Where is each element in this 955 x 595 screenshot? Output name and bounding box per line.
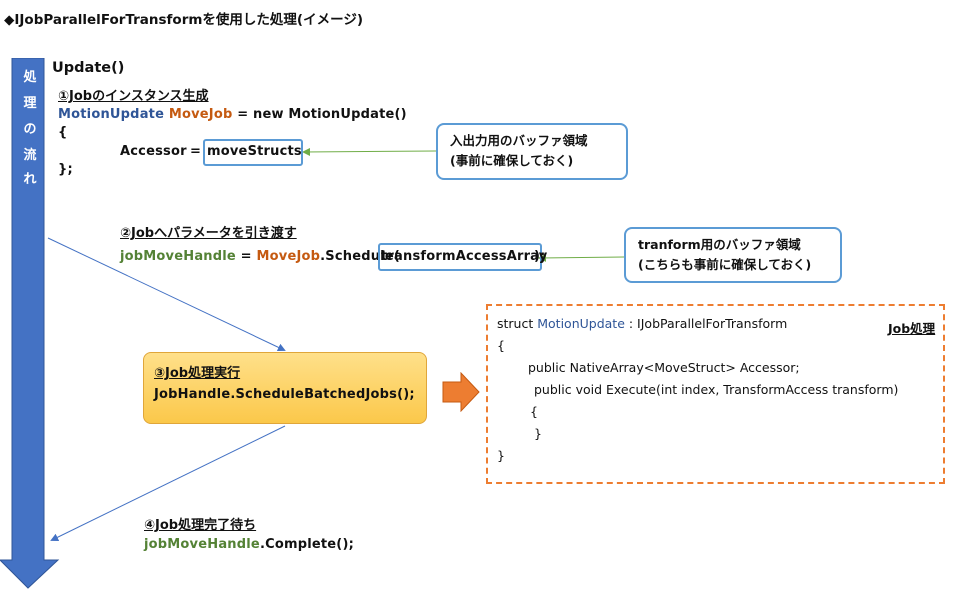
step2-line: jobMoveHandle = MoveJob.Schedule( <box>120 249 400 264</box>
step4-line: jobMoveHandle.Complete(); <box>144 537 354 552</box>
execute-method: public void Execute(int index, Transform… <box>534 382 899 397</box>
movestructs-highlight <box>203 139 303 166</box>
callout-io-line1: 入出力用のバッファ領域 <box>450 133 588 148</box>
accessor-label: Accessor <box>120 144 187 159</box>
var-movejob: MoveJob <box>256 249 321 264</box>
brace-close: }; <box>58 162 73 177</box>
var-movejob: MoveJob <box>168 107 233 122</box>
struct-decl-line: struct MotionUpdate : IJobParallelForTra… <box>497 316 787 331</box>
var-jobmovehandle: jobMoveHandle <box>120 249 236 264</box>
flow-label-char: れ <box>23 172 37 187</box>
step4-heading: ④Job処理完了待ち <box>144 518 257 533</box>
schedule-batched-jobs-code: JobHandle.ScheduleBatchedJobs(); <box>154 387 415 402</box>
callout-transform-line1: tranform用のバッファ領域 <box>638 237 801 252</box>
process-flow-arrow <box>0 58 60 589</box>
transformaccessarray-arg: transformAccessArray <box>381 249 548 264</box>
method-brace-close: } <box>534 426 542 441</box>
code-new-motionupdate: = new MotionUpdate() <box>232 107 407 122</box>
equals-sign: = <box>240 249 252 264</box>
brace-open: { <box>58 125 68 140</box>
job-execute-box: ③Job処理実行 JobHandle.ScheduleBatchedJobs()… <box>143 352 427 424</box>
equals-sign: = <box>190 144 202 159</box>
var-jobmovehandle: jobMoveHandle <box>144 537 260 552</box>
struct-brace-open: { <box>497 338 505 353</box>
callout-transform-line2: (こちらも事前に確保しておく) <box>638 257 812 272</box>
job-definition-box: Job処理 struct MotionUpdate : IJobParallel… <box>486 304 945 484</box>
schedule-close: ); <box>534 249 546 264</box>
callout-io-line2: (事前に確保しておく) <box>450 153 574 168</box>
struct-keyword: struct <box>497 316 538 331</box>
flow-label-char: 流 <box>23 148 37 163</box>
callout1-pointer <box>302 147 437 156</box>
page-title: ◆IJobParallelForTransformを使用した処理(イメージ) <box>4 12 364 28</box>
flow-label-char: 処 <box>23 70 37 85</box>
flow-label-char: 理 <box>23 96 37 111</box>
orange-arrow-right <box>442 372 480 412</box>
type-motionupdate: MotionUpdate <box>58 107 165 122</box>
job-box-label: Job処理 <box>888 321 936 336</box>
step1-line1: MotionUpdate MoveJob = new MotionUpdate(… <box>58 107 407 122</box>
complete-call: .Complete(); <box>259 537 354 552</box>
callout-transform-buffer: tranform用のバッファ領域 (こちらも事前に確保しておく) <box>624 227 842 283</box>
struct-interface: : IJobParallelForTransform <box>624 316 788 331</box>
movestructs-arg: moveStructs <box>207 144 302 159</box>
flow-label-char: の <box>23 122 37 137</box>
update-label: Update() <box>52 60 125 76</box>
step2-heading: ②Jobへパラメータを引き渡す <box>120 226 297 241</box>
struct-brace-close: } <box>497 448 505 463</box>
transformaccessarray-highlight <box>378 243 542 271</box>
step3-heading: ③Job処理実行 <box>154 366 241 381</box>
accessor-field: public NativeArray<MoveStruct> Accessor; <box>528 360 800 375</box>
method-brace-open: { <box>530 404 538 419</box>
callout-io-buffer: 入出力用のバッファ領域 (事前に確保しておく) <box>436 123 628 180</box>
step1-heading: ①Jobのインスタンス生成 <box>58 89 209 104</box>
struct-name: MotionUpdate <box>537 316 625 331</box>
callout2-pointer <box>538 253 625 262</box>
